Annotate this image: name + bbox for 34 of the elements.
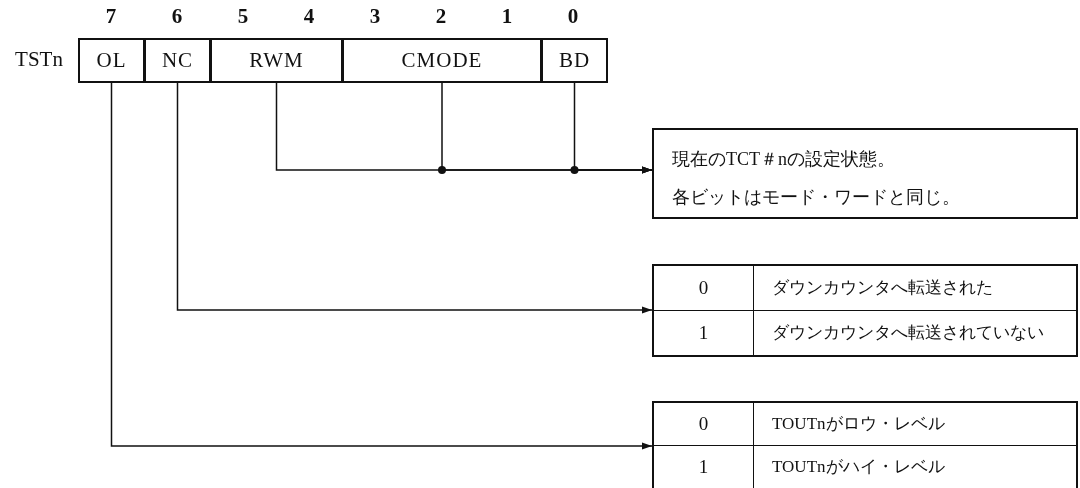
field-name: NC [161, 48, 194, 73]
bit-value: 1 [654, 445, 754, 488]
bit-value: 0 [654, 403, 754, 446]
field-name: OL [96, 48, 127, 73]
register-name: TSTn [15, 47, 63, 72]
register-field [342, 38, 542, 83]
bit-number: 5 [237, 4, 249, 29]
bit-number: 1 [501, 4, 513, 29]
description-text: 現在のTCT＃nの設定状態。 [672, 148, 896, 171]
register-field [541, 38, 608, 83]
bit-value: 1 [654, 310, 754, 355]
bit-number: 7 [105, 4, 117, 29]
field-name: BD [558, 48, 591, 73]
bit-number: 3 [369, 4, 381, 29]
register-field [210, 38, 343, 83]
field-name: RWM [249, 48, 304, 73]
arrow [110, 82, 653, 450]
state-description: ダウンカウンタへ転送された [754, 266, 1076, 311]
arrow [176, 82, 653, 314]
state-description: TOUTnがロウ・レベル [754, 403, 1076, 446]
register-field [78, 38, 145, 83]
bit-number: 4 [303, 4, 315, 29]
bit-number: 6 [171, 4, 183, 29]
state-table [652, 264, 1078, 357]
description-box [652, 128, 1078, 219]
field-name: CMODE [401, 48, 483, 73]
description-text: 各ビットはモード・ワードと同じ。 [672, 186, 961, 209]
state-description: ダウンカウンタへ転送されていない [771, 322, 1045, 345]
bit-number: 2 [435, 4, 447, 29]
register-field [144, 38, 211, 83]
state-table [652, 401, 1078, 488]
state-description: TOUTnがハイ・レベル [771, 456, 946, 479]
bit-value: 0 [654, 266, 754, 311]
bit-number: 0 [567, 4, 579, 29]
